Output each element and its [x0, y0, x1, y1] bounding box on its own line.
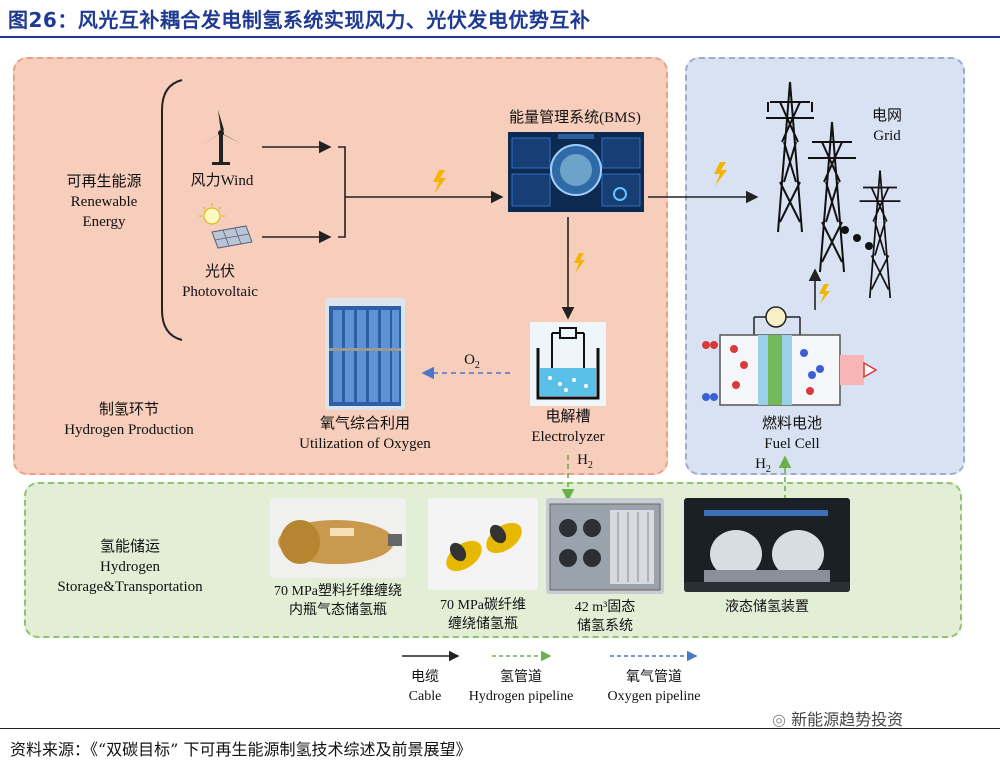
source-note: 资料来源：《“双碳目标” 下可再生能源制氢技术综述及前景展望》 [10, 740, 472, 759]
watermark: ◎ 新能源趋势投资 [772, 710, 904, 729]
wechat-icon: ◎ [772, 710, 786, 729]
storage-item-2-label: 70 MPa碳纤维 缠绕储氢瓶 [440, 598, 526, 632]
oxygen-cylinders-image [325, 298, 405, 410]
h2-label-left: H2 [577, 452, 593, 471]
storage-item-4-label: 液态储氢装置 [725, 600, 809, 615]
lightning-icon [714, 162, 727, 186]
oxygen-utilization-label: 氧气综合利用 Utilization of Oxygen [299, 416, 431, 452]
solar-panel-icon [199, 203, 253, 249]
storage-label: 氢能储运 Hydrogen Storage&Transportation [57, 539, 203, 595]
hydrogen-production-label: 制氢环节 Hydrogen Production [64, 402, 194, 438]
solid-state-storage-image [546, 498, 664, 594]
h2-label-right: H2 [755, 456, 771, 475]
liquid-storage-image [684, 498, 850, 592]
fuel-cell-label: 燃料电池 Fuel Cell [761, 416, 822, 452]
carbon-fiber-bottle-image [428, 498, 538, 590]
power-tower-icons [766, 81, 901, 299]
storage-item-3-label: 42 m³固态 储氢系统 [574, 600, 636, 634]
source-rule [0, 728, 1000, 729]
figure-title: 图26：风光互补耦合发电制氢系统实现风力、光伏发电优势互补 [8, 8, 591, 32]
storage-item-1-label: 70 MPa塑料纤维缠绕 内瓶气态储氢瓶 [274, 584, 402, 618]
wind-label: 风力Wind [190, 173, 254, 189]
electrolyzer-icon [530, 322, 606, 406]
plastic-fiber-tank-image [270, 498, 406, 578]
renewable-energy-label: 可再生能源 Renewable Energy [66, 174, 142, 230]
merge-bracket [338, 146, 346, 238]
title-rule [0, 36, 1000, 38]
brace-line [161, 79, 183, 341]
lightning-icon [574, 253, 585, 273]
tower [766, 81, 814, 233]
bms-screen-image [508, 132, 644, 212]
electrolyzer-label: 电解槽 Electrolyzer [531, 409, 605, 445]
bms-label: 能量管理系统(BMS) [509, 110, 641, 126]
wind-turbine-icon [200, 110, 242, 165]
grid-label: 电网 Grid [871, 108, 902, 144]
lightning-icon [819, 284, 830, 304]
legend-oxygen: 氧气管道 Oxygen pipeline [607, 670, 701, 704]
legend-cable: 电缆 Cable [408, 670, 442, 704]
fuel-cell-icon [702, 306, 878, 406]
legend-lines [402, 650, 698, 662]
lightning-icon [433, 170, 446, 194]
pv-label: 光伏 Photovoltaic [182, 264, 258, 300]
legend-hydrogen: 氢管道 Hydrogen pipeline [468, 670, 574, 704]
oxygen-label: O2 [464, 352, 480, 371]
